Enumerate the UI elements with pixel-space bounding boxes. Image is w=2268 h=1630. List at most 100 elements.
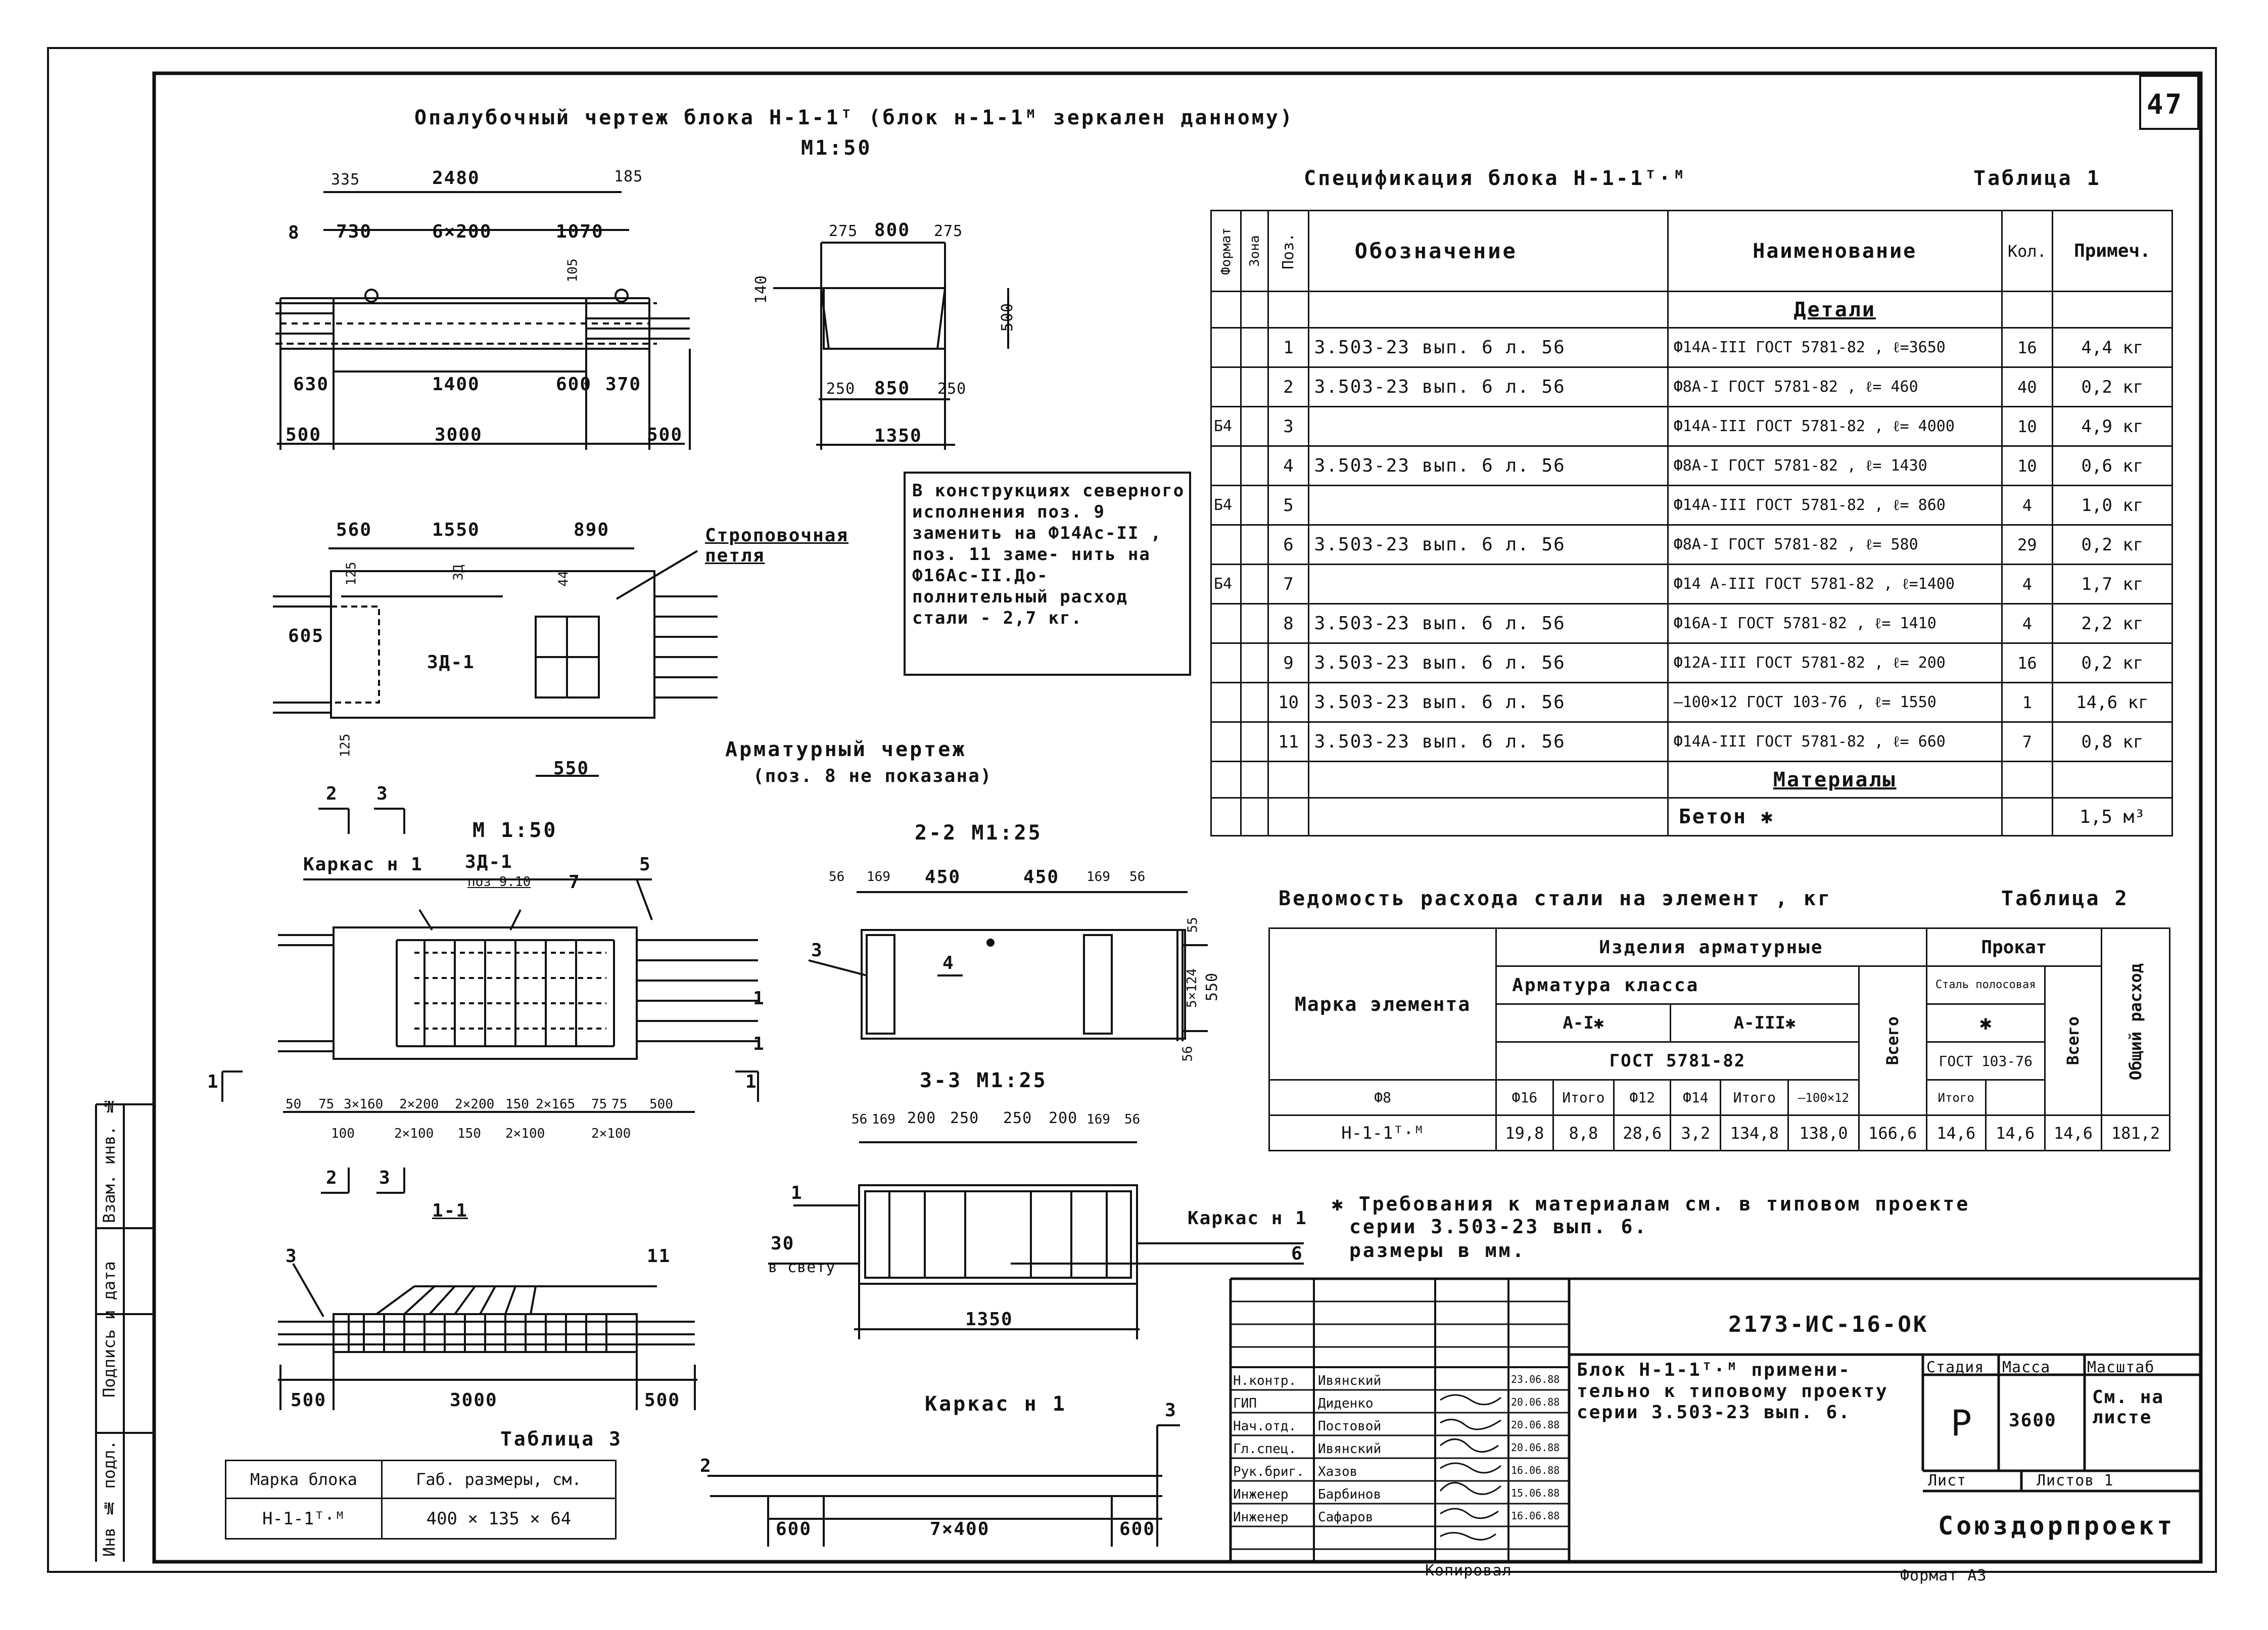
- steel-h-total-all: Общий расход: [2126, 963, 2146, 1081]
- s33-dim-56-b: 56: [1124, 1112, 1141, 1127]
- table3: Марка блока Габ. размеры, см. Н-1-1ᵀ·ᴹ 4…: [225, 1460, 617, 1540]
- spec-cell-pos: 2: [1267, 366, 1309, 407]
- spec-cell-note: 4,4 кг: [2051, 327, 2174, 368]
- spec-h-format: Формат: [1211, 210, 1241, 292]
- frame-label-2: 2: [700, 1456, 712, 1476]
- steel-h-total-a: Всего: [1883, 1016, 1903, 1065]
- s22-dim-55: 55: [1185, 917, 1201, 933]
- s11-label-11: 11: [647, 1246, 671, 1267]
- spec-cell-oboz: 3.503-23 вып. 6 л. 56: [1307, 721, 1669, 762]
- spec-cell-format: [1210, 603, 1242, 644]
- label-7: 7: [569, 872, 581, 893]
- spec-concrete-note: 1,5 м³: [2051, 797, 2174, 836]
- s22-label-3: 3: [811, 940, 823, 961]
- spec-cell-name: Ф14А-III ГОСТ 5781-82 , ℓ= 860: [1667, 485, 2003, 526]
- steel-cell-value: 8,8: [1552, 1114, 1615, 1151]
- steel-subheader: Итого: [1552, 1079, 1615, 1116]
- spec-cell-zone: [1240, 445, 1269, 486]
- formwork-dim-3000: 3000: [435, 425, 483, 445]
- reb-dim-75-a: 75: [591, 1097, 607, 1112]
- title-person-role: Гл.спец.: [1233, 1441, 1297, 1457]
- steel-h-products: Изделия арматурные: [1495, 927, 1927, 967]
- reb-dim-75: 75: [318, 1097, 335, 1112]
- spec-cell-format: Б4: [1210, 406, 1242, 447]
- title-person-date: 15.06.88: [1511, 1487, 1560, 1499]
- cut-label-2-top: 2: [326, 783, 338, 804]
- formwork-dim-730: 730: [336, 221, 372, 242]
- label-1-b: 1: [753, 1034, 765, 1054]
- spec-cell-note: 0,2 кг: [2051, 642, 2174, 683]
- spec-h-zone: Зона: [1241, 210, 1268, 292]
- spec-header-row: Формат Зона Поз. Обозначение Наименовани…: [1211, 210, 2174, 292]
- reb-dim-50: 50: [286, 1097, 302, 1112]
- title-sheet: Лист: [1928, 1472, 1967, 1489]
- steel-cell-value: 19,8: [1495, 1114, 1554, 1151]
- steel-subheader: Ф12: [1613, 1079, 1672, 1116]
- stamp-inv-podl: Инв № подл.: [100, 1440, 119, 1557]
- spec-cell-pos: 5: [1267, 485, 1309, 526]
- spec-cell-note: 14,6 кг: [2051, 682, 2174, 723]
- spec-cell-format: [1210, 327, 1242, 368]
- spec-cell-format: [1210, 682, 1242, 723]
- spec-table-label: Таблица 1: [1973, 167, 2101, 190]
- reb-dim2-2x100-b: 2×100: [505, 1126, 545, 1141]
- steel-cell-value: 14,6: [1984, 1114, 2046, 1151]
- steel-subheader: —100×12: [1787, 1079, 1860, 1116]
- cut-label-3-top: 3: [376, 783, 389, 804]
- spec-cell-zone: [1240, 366, 1269, 407]
- spec-cell-qty: 1: [2001, 682, 2053, 723]
- spec-h-name: Наименование: [1667, 210, 2003, 292]
- section-width-1350: 1350: [874, 426, 922, 446]
- spec-cell-pos: 11: [1267, 721, 1309, 762]
- reb-dim-150: 150: [505, 1097, 529, 1112]
- spec-cell-note: 1,0 кг: [2051, 485, 2174, 526]
- steel-h-total-all-cell: Общий расход: [2101, 927, 2170, 1116]
- s22-dim-56: 56: [1180, 1046, 1196, 1062]
- spec-h-pos: Поз.: [1268, 210, 1309, 292]
- spec-cell-name: Ф16А-I ГОСТ 5781-82 , ℓ= 1410: [1667, 603, 2003, 644]
- spec-title: Спецификация блока Н-1-1ᵀ·ᴹ: [1304, 167, 1687, 190]
- s22-dim-169-a: 169: [867, 869, 890, 884]
- steel-subheader: Ф14: [1670, 1079, 1722, 1116]
- reb-dim2-150: 150: [457, 1126, 481, 1141]
- section-dim-275-right: 275: [934, 222, 963, 240]
- title-format: Формат А3: [1900, 1567, 1987, 1585]
- s11-dim-500-a: 500: [291, 1390, 327, 1411]
- reinforcement-scale: М 1:50: [472, 819, 558, 842]
- spec-cell-name: Ф8А-I ГОСТ 5781-82 , ℓ= 460: [1667, 366, 2003, 407]
- steel-cell-value: 134,8: [1720, 1114, 1789, 1151]
- title-org: Союздорпроект: [1938, 1511, 2176, 1541]
- steel-cell-value: 138,0: [1787, 1114, 1860, 1151]
- spec-cell-note: 4,9 кг: [2051, 406, 2174, 447]
- spec-cell-note: 1,7 кг: [2051, 564, 2174, 604]
- spec-cell-oboz: 3.503-23 вып. 6 л. 56: [1307, 327, 1669, 368]
- steel-cell-value: 181,2: [2101, 1114, 2170, 1151]
- label-5: 5: [639, 854, 651, 875]
- spec-h-qty: Кол.: [2001, 210, 2053, 292]
- note-line-3: размеры в мм.: [1349, 1239, 1526, 1262]
- s33-dim-200-b: 200: [1049, 1109, 1078, 1127]
- steel-h-class: Арматура класса: [1495, 965, 1860, 1005]
- spec-cell-qty: 7: [2001, 721, 2053, 762]
- s22-dim-450-b: 450: [1023, 867, 1060, 888]
- title-mass: 3600: [2009, 1410, 2057, 1431]
- section33-title: 3-3 М1:25: [920, 1069, 1048, 1092]
- table3-h-dims: Габ. размеры, см.: [381, 1460, 617, 1499]
- spec-cell-name: —100×12 ГОСТ 103-76 , ℓ= 1550: [1667, 682, 2003, 723]
- section-dim-500: 500: [999, 302, 1017, 332]
- title-person-date: 20.06.88: [1511, 1441, 1560, 1454]
- spec-table: Формат Зона Поз. Обозначение Наименовани…: [1210, 210, 2174, 836]
- spec-cell-format: [1210, 721, 1242, 762]
- spec-cell-name: Ф8А-I ГОСТ 5781-82 , ℓ= 1430: [1667, 445, 2003, 486]
- formwork-dim-105: 105: [565, 258, 581, 283]
- reinforcement-subtitle: (поз. 8 не показана): [753, 766, 993, 786]
- title-person-name: Ивянский: [1318, 1373, 1382, 1388]
- title-person-name: Сафаров: [1318, 1510, 1374, 1525]
- reb-dim-3x160: 3×160: [344, 1097, 384, 1112]
- spec-cell-zone: [1240, 564, 1269, 604]
